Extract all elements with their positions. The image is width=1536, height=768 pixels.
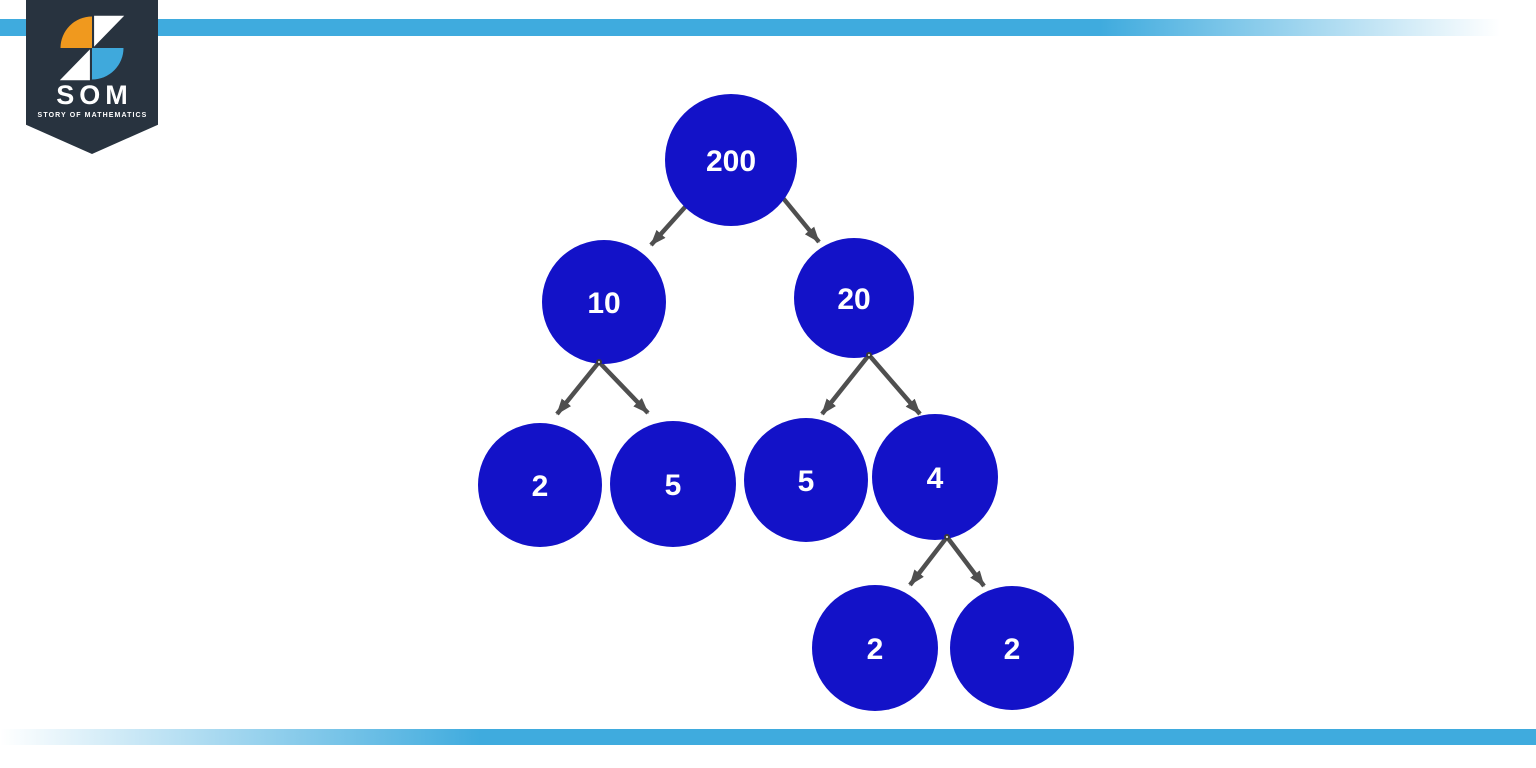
- tree-edge-n10-n5a: [597, 360, 650, 415]
- tree-node-circle: [542, 240, 666, 364]
- tree-node-label: 5: [665, 469, 682, 502]
- tree-node-n200: 200: [665, 94, 797, 226]
- tree-node-n2c: 2: [950, 586, 1074, 710]
- tree-edge-n200-n10: [649, 204, 688, 247]
- tree-node-label: 20: [837, 283, 870, 316]
- tree-node-n10: 10: [542, 240, 666, 364]
- junction-dot-center: [945, 535, 949, 539]
- tree-node-circle: [812, 585, 938, 711]
- tree-edge-n20-n4: [867, 353, 922, 416]
- tree-node-circle: [872, 414, 998, 540]
- tree-node-label: 10: [587, 287, 620, 320]
- logo-icon-orange-quarter: [60, 16, 92, 48]
- tree-node-n20: 20: [794, 238, 914, 358]
- top-stripe-decoration: [0, 19, 1536, 36]
- junction-dot-center: [597, 360, 601, 364]
- tree-node-label: 5: [798, 465, 815, 498]
- tree-node-n5b: 5: [744, 418, 868, 542]
- bottom-stripe-decoration: [0, 729, 1536, 745]
- logo-brand-text: SOM: [56, 80, 133, 110]
- tree-node-label: 2: [867, 633, 884, 666]
- tree-edges: [555, 196, 986, 588]
- tree-node-circle: [794, 238, 914, 358]
- logo-tagline: STORY OF MATHEMATICS: [37, 111, 148, 119]
- tree-edge-n200-n20: [781, 196, 821, 244]
- tree-node-n2b: 2: [812, 585, 938, 711]
- edge-junction-dots: [596, 352, 950, 540]
- logo-icon-white-triangle-top: [94, 15, 125, 47]
- tree-edge-n4-n2b: [908, 535, 949, 587]
- junction-dot-center: [867, 353, 871, 357]
- tree-node-label: 2: [1004, 633, 1021, 666]
- som-logo-banner: SOM STORY OF MATHEMATICS: [26, 0, 158, 154]
- tree-node-circle: [744, 418, 868, 542]
- logo-icon-blue-quarter: [92, 48, 124, 80]
- tree-node-label: 2: [532, 470, 549, 503]
- tree-node-n5a: 5: [610, 421, 736, 547]
- tree-node-n2a: 2: [478, 423, 602, 547]
- tree-edge-n20-n5b: [820, 353, 871, 416]
- tree-edge-n4-n2c: [945, 535, 986, 588]
- tree-node-label: 200: [706, 145, 756, 178]
- tree-node-label: 4: [927, 462, 944, 495]
- tree-nodes: 200 10 20 2 5 5 4 2 2: [478, 94, 1074, 711]
- logo-icon-white-triangle-bottom: [59, 49, 90, 81]
- tree-node-circle: [478, 423, 602, 547]
- tree-node-circle: [950, 586, 1074, 710]
- tree-node-circle: [610, 421, 736, 547]
- tree-edge-n10-n2a: [555, 360, 601, 416]
- tree-node-n4: 4: [872, 414, 998, 540]
- tree-node-circle: [665, 94, 797, 226]
- som-logo-icon: [59, 15, 125, 81]
